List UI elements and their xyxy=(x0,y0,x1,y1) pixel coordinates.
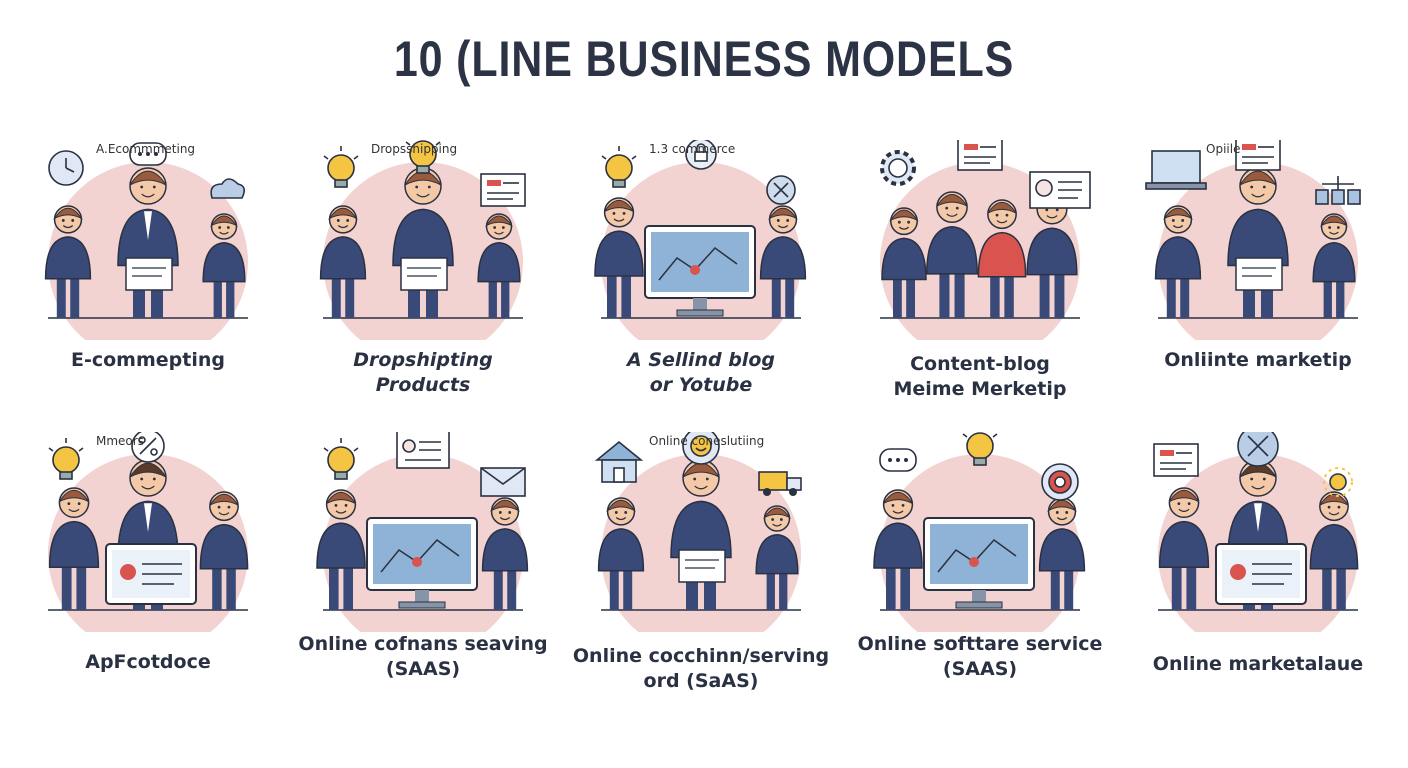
percent-icon xyxy=(131,432,165,463)
caption-line: Content-blog xyxy=(910,353,1050,375)
card-caption: Online cocchinn/serving ord (SaAS) xyxy=(551,644,851,694)
close-icon xyxy=(766,175,796,205)
illustration xyxy=(594,140,807,340)
truck-icon xyxy=(758,471,802,496)
illustration xyxy=(880,140,1091,340)
sun-icon xyxy=(1323,467,1353,497)
illustration xyxy=(1153,432,1359,632)
cloud-icon xyxy=(210,178,246,199)
illustration xyxy=(1145,140,1361,340)
card-caption: Online softtare service (SAAS) xyxy=(830,632,1130,682)
target-icon xyxy=(1041,463,1079,501)
chart-icon xyxy=(1235,140,1281,171)
card-caption: E-commepting xyxy=(0,348,298,373)
illustration xyxy=(594,432,802,632)
caption-line: (SAAS) xyxy=(942,658,1018,680)
caption-line: Products xyxy=(375,374,471,396)
illustration xyxy=(316,432,529,632)
card-caption: A Sellind blog or Yotube xyxy=(551,348,851,398)
caption-line: ord (SaAS) xyxy=(643,670,759,692)
card-icon xyxy=(1029,171,1091,209)
caption-line: Online cocchinn/serving xyxy=(572,645,830,667)
lightbulb-icon xyxy=(405,140,441,174)
caption-line: Dropshipting xyxy=(353,349,493,371)
caption-line: A Sellind blog xyxy=(627,349,775,371)
gear-icon xyxy=(880,150,916,186)
caption-line: Meime Merketip xyxy=(893,378,1067,400)
clock-icon xyxy=(48,150,84,186)
smiley-icon xyxy=(682,432,720,465)
card-caption: Onliinte marketip xyxy=(1108,348,1408,373)
caption-line: (SAAS) xyxy=(385,658,461,680)
speech-bubble-icon xyxy=(129,142,167,166)
tools-icon xyxy=(1237,432,1279,467)
house-icon xyxy=(594,440,644,483)
illustration xyxy=(44,142,248,340)
illustration-label: Opiile xyxy=(1206,142,1241,156)
mail-icon xyxy=(480,467,526,497)
lightbulb-icon xyxy=(323,438,359,480)
illustration xyxy=(873,432,1086,632)
card-caption: Online marketalaue xyxy=(1108,652,1408,677)
caption-line: Online marketalaue xyxy=(1152,653,1364,675)
illustration-label: 1.3 commerce xyxy=(649,142,736,156)
network-icon xyxy=(1315,176,1361,205)
caption-line: ApFcotdoce xyxy=(85,651,211,673)
chart-icon xyxy=(1153,443,1199,477)
chart-icon xyxy=(480,173,526,207)
card-caption: ApFcotdoce xyxy=(0,650,298,675)
lightbulb-icon xyxy=(48,438,84,480)
lightbulb-icon xyxy=(962,432,998,466)
illustration xyxy=(48,432,249,632)
lightbulb-icon xyxy=(601,146,637,188)
page-title: 10 (LINE BUSINESS MODELS xyxy=(393,31,1015,87)
illustration-label: A.Ecommmeting xyxy=(96,142,196,156)
chart-icon xyxy=(957,140,1003,171)
speech-bubble-icon xyxy=(879,448,917,472)
laptop-icon xyxy=(1145,150,1207,190)
illustration-label: Mmeors xyxy=(96,434,144,448)
caption-line: Online softtare service xyxy=(857,633,1103,655)
illustration-label: Dropsshipping xyxy=(371,142,458,156)
illustration xyxy=(319,140,526,340)
caption-line: Onliinte marketip xyxy=(1164,349,1352,371)
caption-line: or Yotube xyxy=(649,374,753,396)
document-icon xyxy=(396,432,450,469)
caption-line: E-commepting xyxy=(71,349,225,371)
lightbulb-icon xyxy=(323,146,359,188)
card-caption: Online cofnans seaving (SAAS) xyxy=(273,632,573,682)
caption-line: Online cofnans seaving xyxy=(298,633,548,655)
illustration-label: Online coneslutiing xyxy=(649,434,765,448)
lock-icon xyxy=(685,140,717,170)
